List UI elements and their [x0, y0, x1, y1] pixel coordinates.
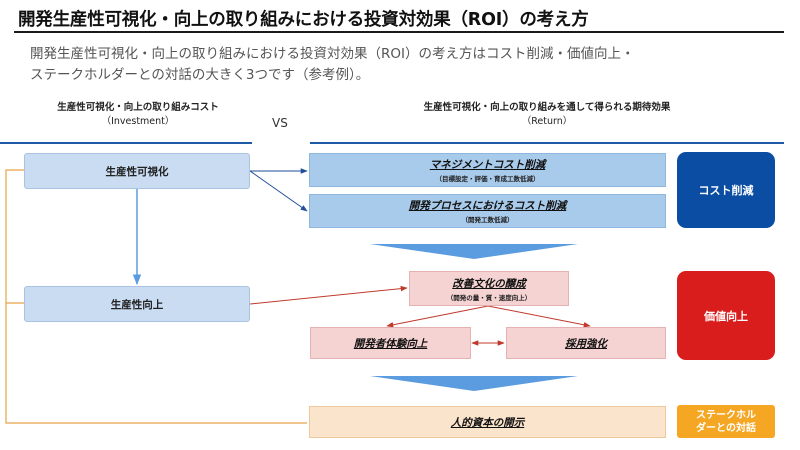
investment-header-sub: （Investment） [101, 116, 175, 127]
return-hiring-label: 採用強化 [565, 337, 607, 350]
tag-value-improvement: 価値向上 [677, 271, 775, 360]
return-devexp-box: 開発者体験向上 [310, 327, 471, 359]
orange-bracket-line [5, 169, 307, 424]
return-hiring-box: 採用強化 [506, 327, 666, 359]
return-human-capital-label: 人的資本の開示 [450, 416, 525, 429]
vs-label: VS [272, 116, 288, 130]
investment-header-title: 生産性可視化・向上の取り組みコスト [57, 102, 219, 113]
arrow-to-culture [249, 285, 408, 305]
return-human-capital-box: 人的資本の開示 [309, 406, 666, 438]
arrow-culture-to-hiring [487, 305, 591, 328]
page-title: 開発生産性可視化・向上の取り組みにおける投資対効果（ROI）の考え方 [18, 10, 589, 30]
return-process-cost-label: 開発プロセスにおけるコスト削減 [408, 200, 567, 212]
title-underline [14, 31, 784, 33]
return-mgmt-cost-box: マネジメントコスト削減 （目標設定・評価・育成工数低減） [309, 153, 666, 187]
return-header-sub: （Return） [521, 116, 573, 127]
chevron-down-icon [370, 244, 578, 259]
tag-cost-reduction: コスト削減 [677, 152, 775, 228]
tag-stakeholder-line-1: ステークホル [696, 409, 756, 421]
investment-visualization-box: 生産性可視化 [24, 153, 250, 189]
investment-improvement-label: 生産性向上 [110, 298, 164, 311]
tag-value-improvement-label: 価値向上 [704, 309, 748, 323]
subtitle-line-1: 開発生産性可視化・向上の取り組みにおける投資対効果（ROI）の考え方はコスト削減… [30, 46, 635, 62]
tag-stakeholder-dialogue: ステークホル ダーとの対話 [677, 405, 775, 438]
return-devexp-label: 開発者体験向上 [353, 337, 428, 350]
return-header-title: 生産性可視化・向上の取り組みを通して得られる期待効果 [423, 102, 671, 113]
return-process-cost-box: 開発プロセスにおけるコスト削減 （開発工数低減） [309, 194, 666, 228]
tag-stakeholder-line-2: ダーとの対話 [696, 422, 756, 434]
investment-header: 生産性可視化・向上の取り組みコスト （Investment） [24, 101, 252, 129]
return-header-rule [310, 142, 784, 144]
return-mgmt-cost-label: マネジメントコスト削減 [429, 159, 546, 171]
subtitle-line-2: ステークホルダーとの対話の大きく3つです（参考例）。 [30, 67, 370, 83]
arrow-culture-to-devexp [386, 305, 489, 328]
return-header: 生産性可視化・向上の取り組みを通して得られる期待効果 （Return） [310, 101, 784, 129]
investment-improvement-box: 生産性向上 [24, 286, 250, 322]
chevron-down-icon [370, 376, 578, 391]
return-culture-sub: （開発の量・質・速度向上） [446, 293, 532, 302]
arrow-to-process-cost [249, 170, 308, 212]
investment-visualization-label: 生産性可視化 [105, 165, 169, 178]
return-culture-label: 改善文化の醸成 [452, 277, 526, 290]
return-process-cost-sub: （開発工数低減） [461, 216, 514, 224]
tag-cost-reduction-label: コスト削減 [698, 184, 754, 197]
return-mgmt-cost-sub: （目標設定・評価・育成工数低減） [435, 175, 540, 183]
return-culture-box: 改善文化の醸成 （開発の量・質・速度向上） [409, 271, 569, 306]
investment-header-rule [0, 142, 252, 144]
